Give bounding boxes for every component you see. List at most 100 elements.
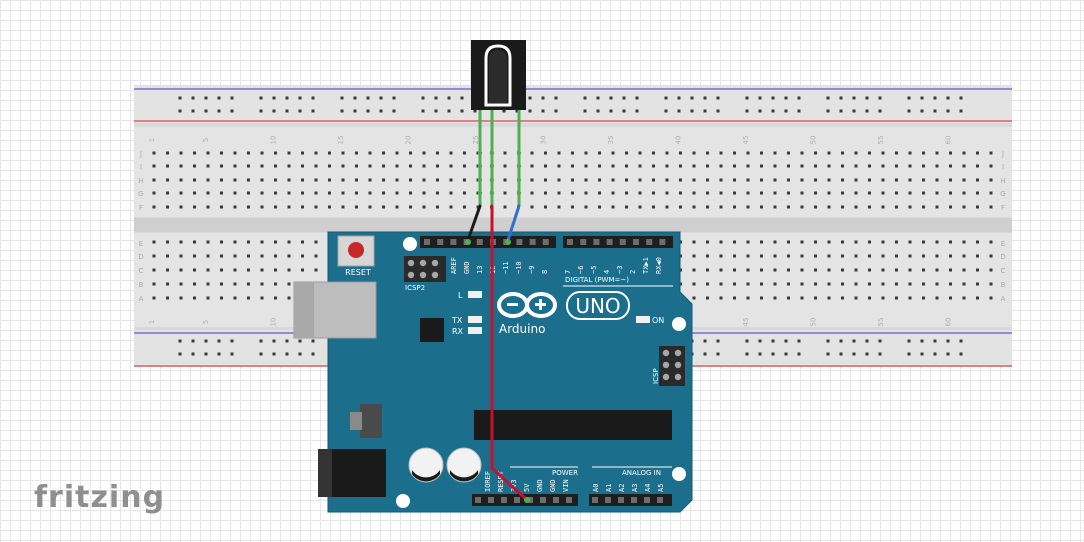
header-pin[interactable]: [580, 239, 587, 245]
rail-hole[interactable]: [421, 109, 425, 113]
breadboard-hole[interactable]: [989, 178, 993, 182]
breadboard-hole[interactable]: [463, 205, 466, 209]
header-pin[interactable]: [516, 239, 523, 245]
rail-hole[interactable]: [664, 109, 668, 113]
breadboard-hole[interactable]: [976, 296, 979, 300]
rail-hole[interactable]: [920, 96, 924, 100]
rail-hole[interactable]: [379, 96, 383, 100]
breadboard-hole[interactable]: [166, 254, 169, 258]
rail-hole[interactable]: [583, 109, 587, 113]
breadboard-hole[interactable]: [260, 268, 264, 272]
breadboard-hole[interactable]: [652, 164, 655, 168]
breadboard-hole[interactable]: [935, 296, 939, 300]
breadboard-hole[interactable]: [436, 178, 439, 182]
breadboard-hole[interactable]: [706, 240, 709, 244]
breadboard-hole[interactable]: [206, 164, 210, 168]
rail-hole[interactable]: [703, 109, 707, 113]
icsp-pin[interactable]: [674, 349, 682, 357]
breadboard-hole[interactable]: [719, 268, 723, 272]
breadboard-hole[interactable]: [449, 178, 453, 182]
breadboard-hole[interactable]: [814, 268, 817, 272]
breadboard-hole[interactable]: [922, 268, 925, 272]
rail-hole[interactable]: [178, 339, 182, 343]
breadboard-hole[interactable]: [341, 164, 345, 168]
rail-hole[interactable]: [946, 109, 950, 113]
rail-hole[interactable]: [447, 96, 451, 100]
breadboard-hole[interactable]: [706, 205, 709, 209]
breadboard-hole[interactable]: [584, 205, 588, 209]
breadboard-hole[interactable]: [733, 296, 736, 300]
breadboard-hole[interactable]: [854, 296, 858, 300]
breadboard-hole[interactable]: [976, 151, 979, 155]
breadboard-hole[interactable]: [166, 191, 169, 195]
breadboard-hole[interactable]: [274, 282, 277, 286]
breadboard-hole[interactable]: [800, 191, 804, 195]
breadboard-hole[interactable]: [301, 268, 304, 272]
rail-hole[interactable]: [434, 96, 438, 100]
breadboard-hole[interactable]: [989, 254, 993, 258]
breadboard-hole[interactable]: [760, 254, 763, 258]
breadboard-hole[interactable]: [746, 205, 750, 209]
rail-hole[interactable]: [959, 96, 963, 100]
breadboard-hole[interactable]: [260, 164, 264, 168]
rail-hole[interactable]: [865, 96, 869, 100]
rail-hole[interactable]: [366, 109, 370, 113]
breadboard-hole[interactable]: [854, 151, 858, 155]
breadboard-hole[interactable]: [206, 205, 210, 209]
rail-hole[interactable]: [839, 352, 843, 356]
breadboard-hole[interactable]: [949, 254, 952, 258]
icsp2-pin[interactable]: [419, 259, 427, 267]
breadboard-hole[interactable]: [760, 296, 763, 300]
rail-hole[interactable]: [460, 109, 464, 113]
breadboard-hole[interactable]: [665, 151, 669, 155]
breadboard-hole[interactable]: [827, 282, 831, 286]
breadboard-hole[interactable]: [206, 268, 210, 272]
breadboard-hole[interactable]: [152, 282, 156, 286]
rail-hole[interactable]: [609, 96, 613, 100]
breadboard-hole[interactable]: [800, 178, 804, 182]
breadboard-hole[interactable]: [382, 164, 385, 168]
breadboard-hole[interactable]: [935, 178, 939, 182]
breadboard-hole[interactable]: [314, 268, 318, 272]
breadboard-hole[interactable]: [962, 151, 966, 155]
rail-hole[interactable]: [716, 96, 720, 100]
breadboard-hole[interactable]: [652, 151, 655, 155]
breadboard-hole[interactable]: [760, 268, 763, 272]
breadboard-hole[interactable]: [719, 164, 723, 168]
breadboard-hole[interactable]: [557, 164, 561, 168]
breadboard-hole[interactable]: [746, 282, 750, 286]
breadboard-hole[interactable]: [220, 191, 223, 195]
breadboard-hole[interactable]: [692, 205, 696, 209]
header-pin[interactable]: [488, 497, 494, 503]
breadboard-hole[interactable]: [976, 282, 979, 286]
breadboard-hole[interactable]: [611, 205, 615, 209]
breadboard-hole[interactable]: [760, 178, 763, 182]
breadboard-hole[interactable]: [827, 178, 831, 182]
breadboard-hole[interactable]: [841, 205, 844, 209]
breadboard-hole[interactable]: [841, 296, 844, 300]
breadboard-hole[interactable]: [436, 205, 439, 209]
breadboard-hole[interactable]: [206, 296, 210, 300]
breadboard-hole[interactable]: [868, 240, 871, 244]
breadboard-hole[interactable]: [854, 282, 858, 286]
breadboard-hole[interactable]: [922, 191, 925, 195]
header-pin[interactable]: [437, 239, 444, 245]
breadboard-hole[interactable]: [935, 151, 939, 155]
rail-hole[interactable]: [703, 96, 707, 100]
breadboard-hole[interactable]: [665, 205, 669, 209]
breadboard-hole[interactable]: [314, 205, 318, 209]
breadboard-hole[interactable]: [247, 205, 250, 209]
breadboard-hole[interactable]: [706, 178, 709, 182]
icsp2-pin[interactable]: [419, 271, 427, 279]
breadboard-hole[interactable]: [962, 268, 966, 272]
rail-hole[interactable]: [622, 109, 626, 113]
breadboard-hole[interactable]: [287, 178, 291, 182]
breadboard-hole[interactable]: [841, 268, 844, 272]
breadboard-hole[interactable]: [760, 164, 763, 168]
rail-hole[interactable]: [554, 109, 558, 113]
breadboard-hole[interactable]: [746, 151, 750, 155]
rail-hole[interactable]: [933, 352, 937, 356]
breadboard-hole[interactable]: [179, 296, 183, 300]
breadboard-hole[interactable]: [463, 191, 466, 195]
breadboard-hole[interactable]: [571, 205, 574, 209]
